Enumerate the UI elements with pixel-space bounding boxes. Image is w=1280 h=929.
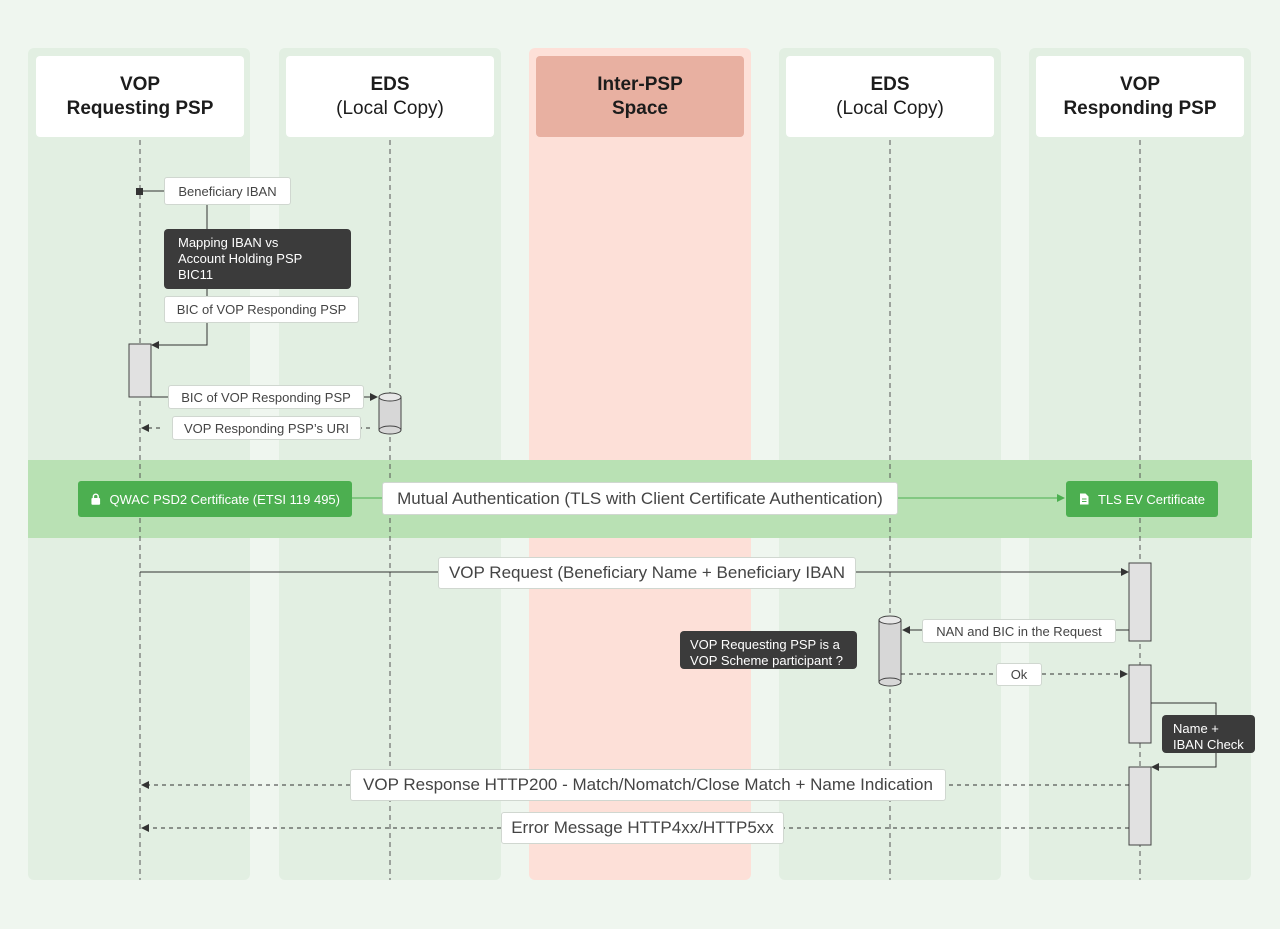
label-ok: Ok [996, 663, 1042, 686]
label-text: NAN and BIC in the Request [936, 623, 1102, 639]
note-line: IBAN Check [1173, 737, 1244, 752]
header-line2: (Local Copy) [336, 97, 444, 119]
qwac-certificate-badge: QWAC PSD2 Certificate (ETSI 119 495) [78, 481, 352, 517]
header-inter-psp: Inter-PSP Space [536, 56, 744, 137]
activation-requesting [128, 343, 152, 398]
label-bic-to-eds: BIC of VOP Responding PSP [168, 385, 364, 409]
label-text: BIC of VOP Responding PSP [176, 302, 347, 317]
note-line: Mapping IBAN vs [178, 235, 279, 250]
header-line1: VOP [1119, 73, 1161, 95]
activation-responding-3 [1128, 766, 1152, 846]
header-line2: Space [612, 97, 668, 119]
label-error-message: Error Message HTTP4xx/HTTP5xx [501, 812, 784, 844]
document-icon [1080, 493, 1089, 505]
label-nan-bic-request: NAN and BIC in the Request [922, 619, 1116, 643]
note-line: BIC11 [178, 267, 214, 282]
label-text: BIC of VOP Responding PSP [181, 389, 351, 405]
eds-right-database [878, 615, 902, 687]
tls-certificate-badge: TLS EV Certificate [1066, 481, 1218, 517]
header-line2: Requesting PSP [66, 97, 214, 119]
header-eds-right: EDS (Local Copy) [786, 56, 994, 137]
activation-responding-1 [1128, 562, 1152, 642]
note-scheme-participant: VOP Requesting PSP is a VOP Scheme parti… [680, 631, 857, 669]
tls-certificate-label: TLS EV Certificate [1098, 491, 1205, 507]
label-vop-request: VOP Request (Beneficiary Name + Benefici… [438, 557, 856, 589]
header-line1: EDS [370, 73, 410, 95]
label-vop-response: VOP Response HTTP200 - Match/Nomatch/Clo… [350, 769, 946, 801]
lock-icon [91, 493, 101, 505]
header-line1: VOP [119, 73, 161, 95]
label-text: Beneficiary IBAN [178, 183, 277, 199]
label-text: VOP Request (Beneficiary Name + Benefici… [448, 563, 846, 582]
qwac-certificate-label: QWAC PSD2 Certificate (ETSI 119 495) [109, 491, 340, 507]
label-text: Error Message HTTP4xx/HTTP5xx [511, 818, 774, 837]
header-line1: EDS [870, 73, 910, 95]
label-mutual-authentication: Mutual Authentication (TLS with Client C… [382, 482, 898, 515]
start-marker [136, 188, 143, 195]
header-eds-left: EDS (Local Copy) [286, 56, 494, 137]
label-text: VOP Responding PSP’s URI [184, 420, 349, 436]
note-name-iban-check: Name + IBAN Check [1162, 715, 1255, 753]
eds-left-database [378, 392, 402, 435]
note-line: Account Holding PSP [178, 251, 303, 266]
activation-responding-2 [1128, 664, 1152, 744]
label-text: VOP Response HTTP200 - Match/Nomatch/Clo… [363, 775, 933, 794]
label-responding-uri: VOP Responding PSP’s URI [172, 416, 361, 440]
header-line2: (Local Copy) [836, 97, 944, 119]
header-line1: Inter-PSP [597, 73, 683, 95]
note-mapping-iban: Mapping IBAN vs Account Holding PSP BIC1… [164, 229, 351, 289]
label-bic-responding-psp: BIC of VOP Responding PSP [164, 296, 359, 323]
header-line2: Responding PSP [1063, 97, 1217, 119]
label-beneficiary-iban: Beneficiary IBAN [164, 177, 291, 205]
note-line: Name + [1173, 721, 1219, 736]
note-line: VOP Scheme participant ? [690, 653, 843, 668]
header-responding-psp: VOP Responding PSP [1036, 56, 1244, 137]
header-requesting-psp: VOP Requesting PSP [36, 56, 244, 137]
label-text: Ok [1010, 667, 1028, 682]
note-line: VOP Requesting PSP is a [690, 637, 840, 652]
label-text: Mutual Authentication (TLS with Client C… [397, 488, 883, 508]
